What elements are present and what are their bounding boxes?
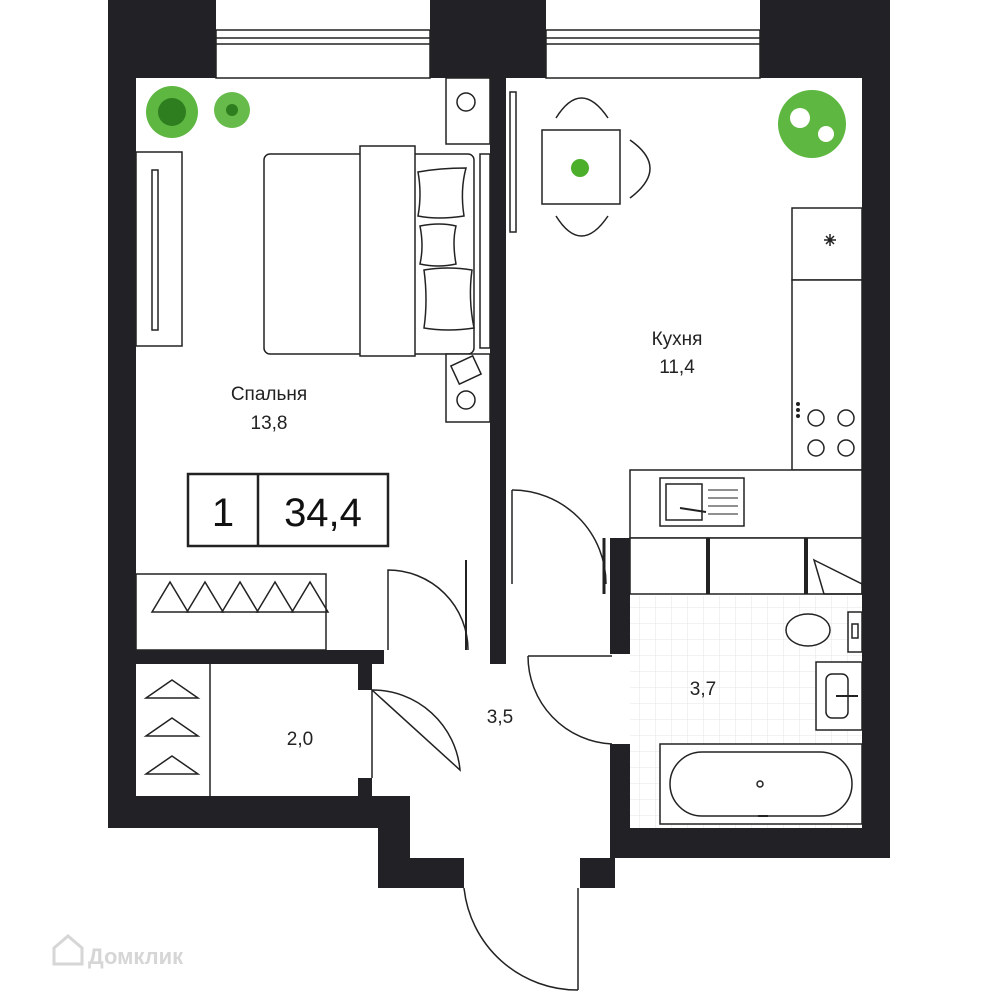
wardrobe-left <box>135 151 183 347</box>
home-logo-icon <box>52 934 84 966</box>
wall-bath-left-top <box>610 594 630 654</box>
door-entry <box>463 887 579 991</box>
doors <box>371 489 613 991</box>
windows <box>215 29 761 79</box>
hallway-area: 3,5 <box>487 707 513 728</box>
door-kitchen <box>511 489 607 585</box>
kitchen-furniture <box>509 90 863 595</box>
walls <box>108 0 890 888</box>
wall-entry-right <box>580 858 615 888</box>
area-badge: 1 34,4 <box>186 472 390 548</box>
hangers-icon <box>143 679 201 775</box>
room-count: 1 <box>212 491 234 535</box>
counter-right <box>791 279 863 471</box>
sink-icon <box>659 477 745 527</box>
watermark-text: Домклик <box>88 944 184 969</box>
wall-right <box>862 0 890 858</box>
wall-kitchen-pier <box>610 538 630 594</box>
door-bathroom <box>527 655 613 745</box>
wall-left <box>108 0 136 828</box>
wall-closet-pier-bot <box>358 778 372 798</box>
bathroom <box>630 596 863 828</box>
monstera-icon <box>778 90 846 158</box>
hangers-icon <box>150 580 330 613</box>
kitchen-name: Кухня <box>652 329 703 350</box>
wall-bottom-left <box>108 796 410 828</box>
toilet-icon <box>785 611 863 653</box>
room-labels: Спальня 13,8 Кухня 11,4 2,0 3,5 3,7 <box>231 329 716 750</box>
wall-top-mid <box>430 0 546 78</box>
window-kitchen <box>545 29 761 79</box>
total-area: 34,4 <box>284 491 362 535</box>
door-bedroom <box>387 569 469 651</box>
bedroom-furniture <box>135 77 491 651</box>
wall-top-left <box>108 0 216 78</box>
nightstand-bottom <box>445 353 491 423</box>
closet <box>143 664 211 796</box>
dining-table-icon <box>541 97 651 237</box>
wall-entry-left-foot <box>378 858 464 888</box>
window-bedroom <box>215 29 431 79</box>
wall-closet-pier-top <box>358 664 372 690</box>
wall-bath-left-bot <box>610 744 630 830</box>
kitchen-area: 11,4 <box>659 357 695 378</box>
bedroom-name: Спальня <box>231 384 307 405</box>
washbasin-icon <box>815 661 863 731</box>
bed-icon <box>263 145 491 357</box>
closet-area: 2,0 <box>287 729 313 750</box>
wall-bottom-right <box>610 828 890 858</box>
watermark: Домклик <box>52 934 184 969</box>
cabinets <box>629 537 863 595</box>
wall-closet-top <box>136 650 384 664</box>
plant-icon <box>146 86 250 138</box>
wall-bed-kitchen <box>490 78 506 664</box>
bathroom-area: 3,7 <box>690 679 716 700</box>
bedroom-area: 13,8 <box>251 413 288 434</box>
bathtub-icon <box>659 743 863 825</box>
counter-bottom <box>629 469 863 539</box>
door-closet <box>371 689 461 772</box>
stove-icon <box>796 402 855 457</box>
